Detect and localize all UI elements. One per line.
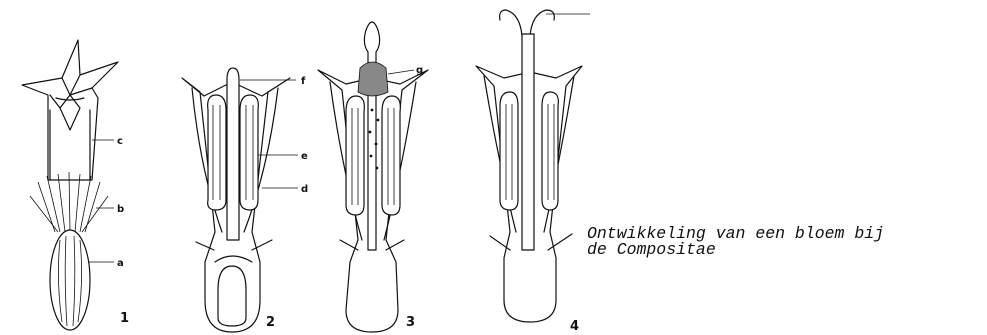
label-e: e	[301, 151, 308, 162]
figure-number-1: 1	[120, 311, 129, 326]
figure-caption: Ontwikkeling van een bloem bij de Compos…	[587, 226, 985, 258]
caption-line-2: de Compositae	[587, 242, 985, 258]
figure-number-3: 3	[406, 315, 415, 330]
label-f: f	[301, 76, 306, 87]
label-b: b	[117, 204, 124, 215]
figure-1-floret: c b a 1	[22, 40, 129, 330]
figure-number-4: 4	[570, 319, 579, 334]
figure-3-section: g 3	[318, 22, 428, 332]
label-a: a	[117, 258, 124, 269]
figure-number-2: 2	[266, 315, 275, 330]
label-d: d	[301, 184, 308, 195]
label-c: c	[117, 136, 123, 147]
figure-4-section: 4	[476, 10, 590, 334]
label-g: g	[416, 65, 423, 76]
figure-2-section: f e d 2	[182, 68, 308, 332]
